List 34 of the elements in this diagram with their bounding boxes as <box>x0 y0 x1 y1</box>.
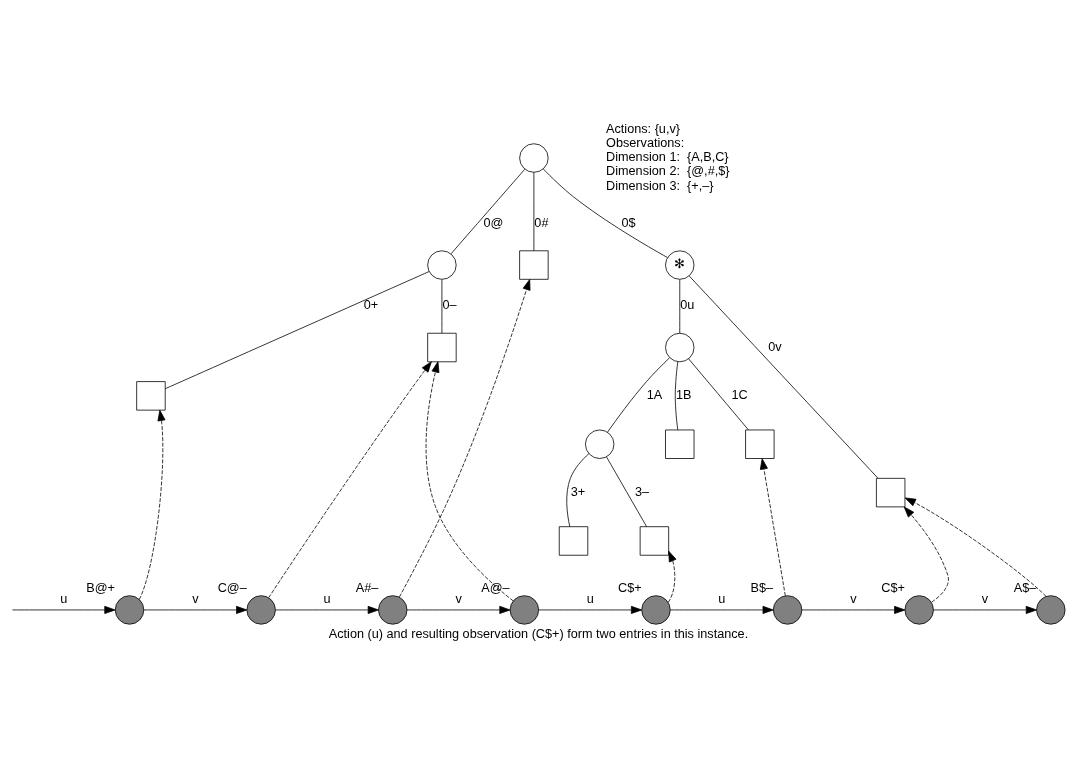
edge-label: 0@ <box>483 215 504 230</box>
edge-label: u <box>323 591 331 606</box>
edge-label: 0v <box>768 339 782 354</box>
edge-label: 0# <box>534 215 549 230</box>
edge-label: u <box>586 591 594 606</box>
edge-label: v <box>850 591 857 606</box>
edge-label: u <box>718 591 726 606</box>
edge-label: u <box>60 591 68 606</box>
edge-label: v <box>455 591 462 606</box>
label: Actions: {u,v} <box>606 120 680 135</box>
node-label: A@– <box>481 580 510 595</box>
caption: Action (u) and resulting observation (C$+) form two entries in this instance. <box>328 626 749 641</box>
node-label: C@– <box>217 580 247 595</box>
edge-label: 1A <box>646 387 663 402</box>
node-label: B$– <box>750 580 774 595</box>
edge-label: 1B <box>675 387 692 402</box>
edge-label: 1C <box>731 387 748 402</box>
edge-label: 0$ <box>621 215 636 230</box>
edge-label: 3+ <box>570 484 586 499</box>
node-label: C$+ <box>881 580 905 595</box>
edge-label: 0+ <box>363 297 379 312</box>
node-label: A$– <box>1013 580 1037 595</box>
label: Observations: <box>606 135 685 150</box>
node-label: C$+ <box>618 580 642 595</box>
label: Dimension 1: {A,B,C} <box>606 149 729 164</box>
edge-label: 3– <box>635 484 650 499</box>
node-label: B@+ <box>86 580 115 595</box>
node-label: A#– <box>355 580 379 595</box>
label: Dimension 2: {@,#,$} <box>606 163 730 178</box>
label: Dimension 3: {+,–} <box>606 178 714 193</box>
edge-label: v <box>981 591 989 606</box>
edge-label: v <box>192 591 199 606</box>
edge-label: 0u <box>680 297 695 312</box>
edge-label: 0– <box>442 297 457 312</box>
